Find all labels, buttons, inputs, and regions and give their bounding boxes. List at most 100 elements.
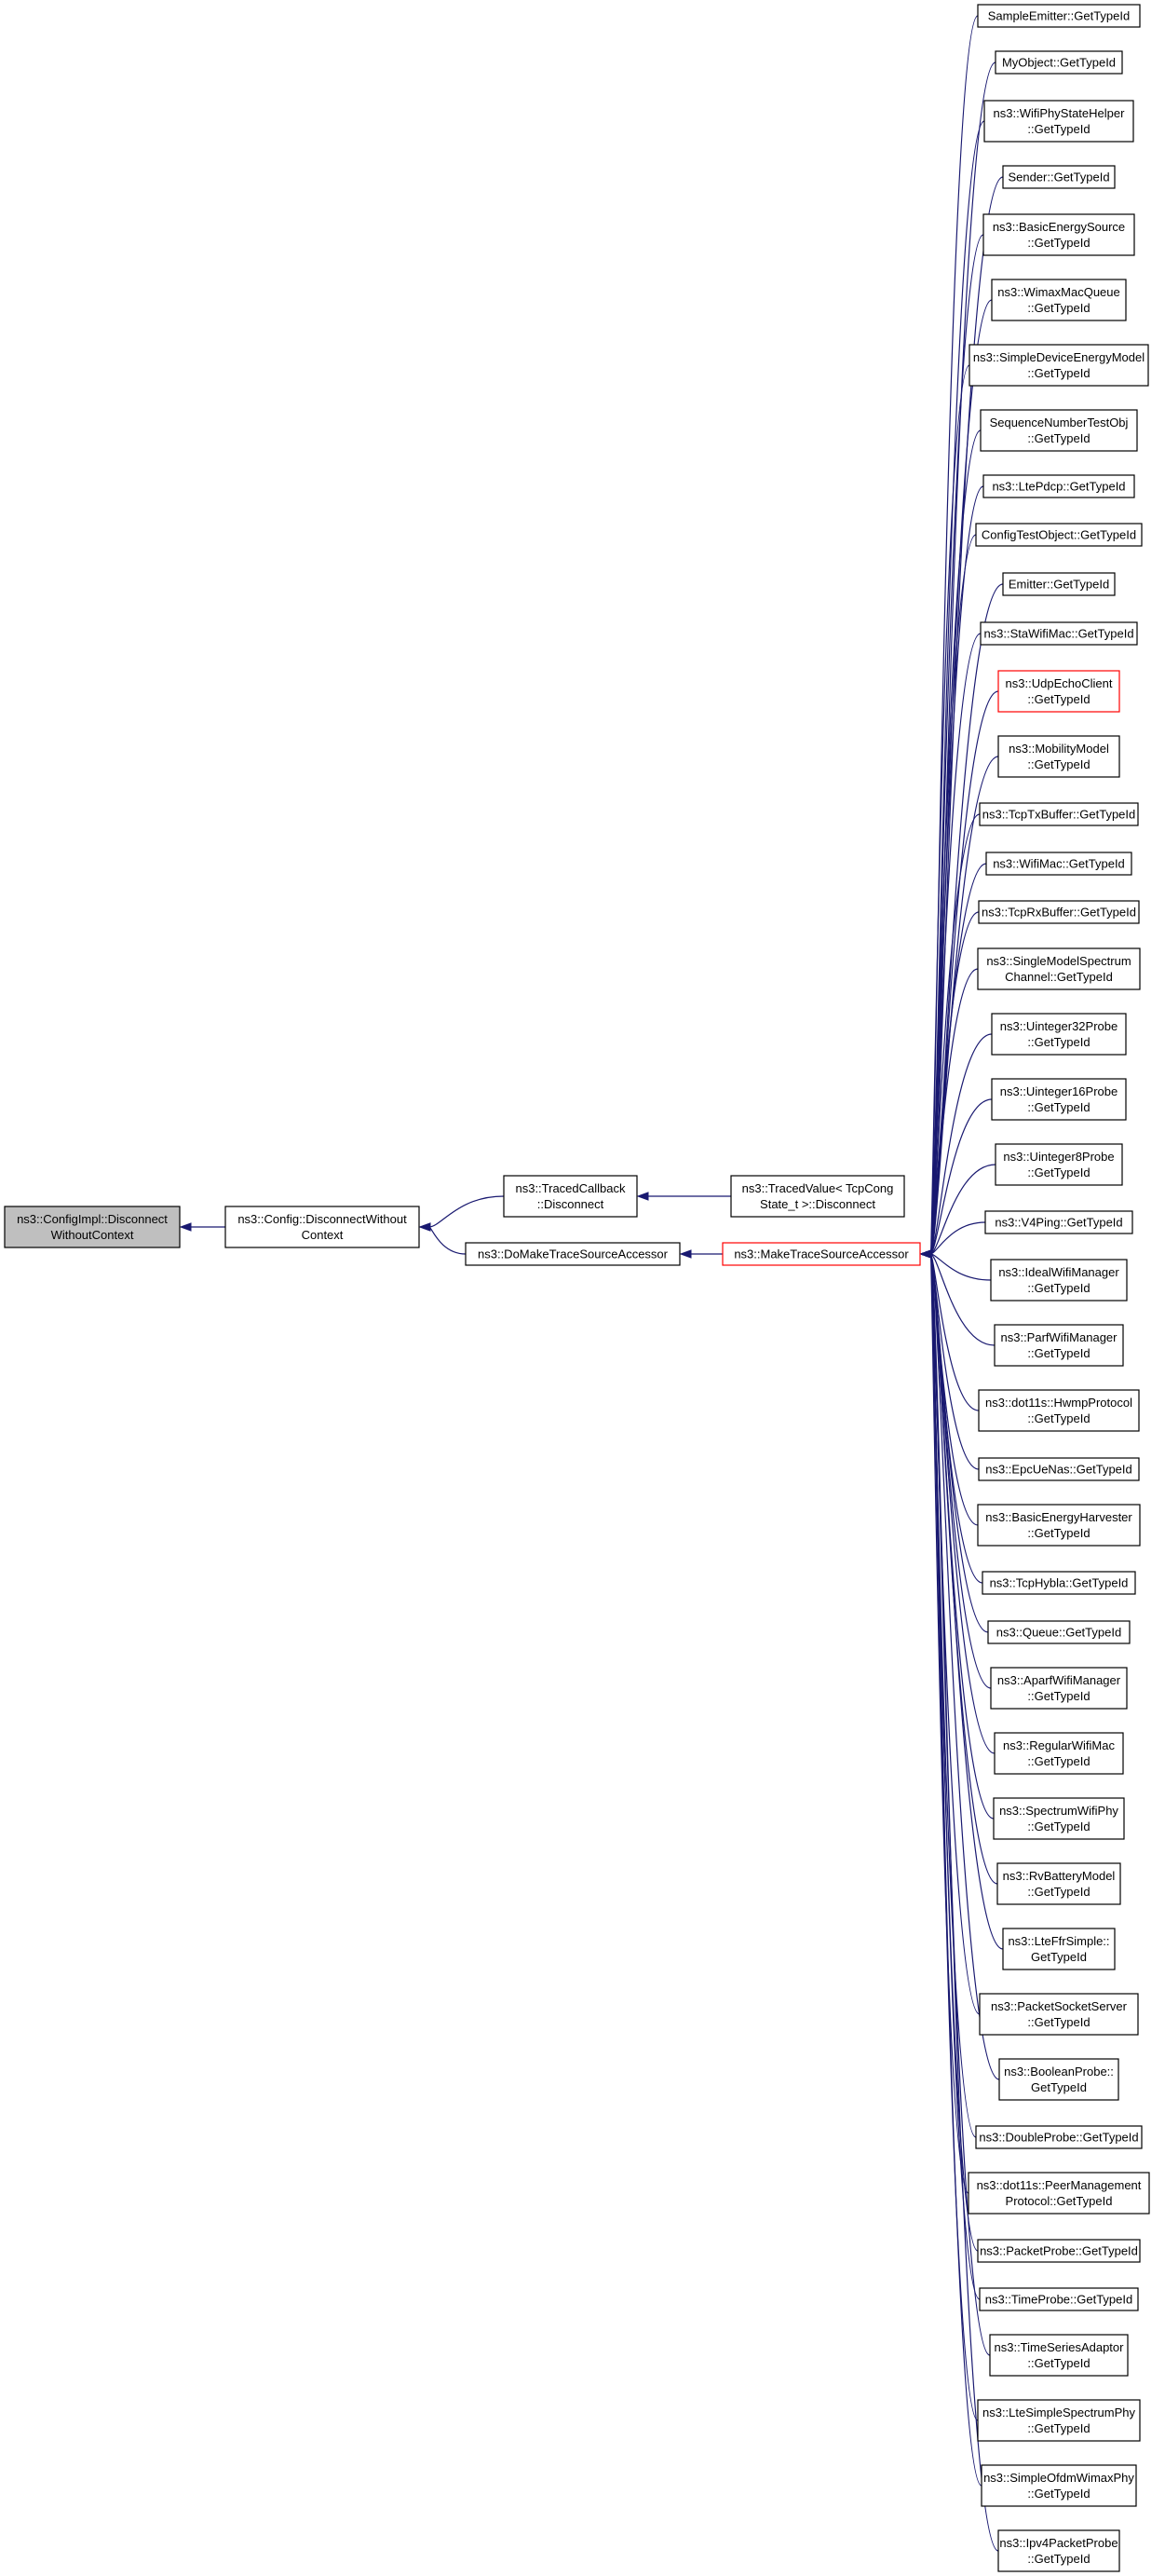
node-box (1002, 572, 1116, 596)
node-configtestobject-gettypeid[interactable]: ConfigTestObject::GetTypeId (975, 523, 1143, 547)
node-label: ns3::SimpleDeviceEnergyModel (973, 350, 1145, 364)
node-box (977, 947, 1141, 990)
node-sender-gettypeid[interactable]: Sender::GetTypeId (1002, 165, 1116, 189)
node-ns3-basicenergysource-gettypeid[interactable]: ns3::BasicEnergySource::GetTypeId (982, 213, 1135, 256)
node-box (977, 4, 1141, 28)
node-ns3-parfwifimanager-gettypeid[interactable]: ns3::ParfWifiManager::GetTypeId (994, 1324, 1124, 1367)
node-label: ::GetTypeId (1027, 366, 1090, 380)
node-label: ::GetTypeId (1027, 1035, 1090, 1049)
node-box (990, 1667, 1128, 1710)
node-label: ::GetTypeId (1027, 431, 1090, 445)
node-ns3-packetprobe-gettypeid[interactable]: ns3::PacketProbe::GetTypeId (977, 2239, 1141, 2263)
node-ns3-uinteger32probe-gettypeid[interactable]: ns3::Uinteger32Probe::GetTypeId (991, 1013, 1127, 1056)
node-sampleemitter-gettypeid[interactable]: SampleEmitter::GetTypeId (977, 4, 1141, 28)
node-label: ns3::IdealWifiManager (998, 1265, 1119, 1279)
node-label: ::GetTypeId (1027, 692, 1090, 706)
node-ns3-packetsocketserver-gettypeid[interactable]: ns3::PacketSocketServer::GetTypeId (979, 1993, 1139, 2036)
node-ns3-tcphybla-gettypeid[interactable]: ns3::TcpHybla::GetTypeId (982, 1571, 1136, 1595)
node-ns3-domaketracesourceaccessor[interactable]: ns3::DoMakeTraceSourceAccessor (465, 1242, 681, 1266)
node-ns3-epcuenas-gettypeid[interactable]: ns3::EpcUeNas::GetTypeId (978, 1457, 1140, 1481)
edge-r42-to-n5 (929, 1253, 982, 2487)
node-box (982, 1571, 1136, 1595)
arrowhead-icon (179, 1222, 192, 1232)
node-box (991, 1078, 1127, 1121)
node-box (978, 1389, 1140, 1432)
node-label: ns3::TcpRxBuffer::GetTypeId (982, 906, 1136, 920)
node-myobject-gettypeid[interactable]: MyObject::GetTypeId (995, 50, 1123, 75)
node-ns3-udpechoclient-gettypeid[interactable]: ns3::UdpEchoClient::GetTypeId (997, 670, 1120, 713)
node-label: ns3::dot11s::PeerManagement (977, 2178, 1142, 2192)
node-label: ::GetTypeId (1027, 236, 1090, 250)
node-ns3-basicenergyharvester-gettypeid[interactable]: ns3::BasicEnergyHarvester::GetTypeId (977, 1504, 1141, 1547)
node-label: ns3::PacketProbe::GetTypeId (980, 2244, 1138, 2258)
node-label: ::GetTypeId (1027, 2487, 1090, 2501)
node-label: ::GetTypeId (1027, 1346, 1090, 1360)
node-label: ns3::PacketSocketServer (991, 1999, 1128, 2013)
node-ns3-stawifimac-gettypeid[interactable]: ns3::StaWifiMac::GetTypeId (980, 621, 1138, 646)
node-ns3-rvbatterymodel-gettypeid[interactable]: ns3::RvBatteryModel::GetTypeId (996, 1862, 1121, 1905)
node-ns3-ltesimplespectrumphy-gettypeid[interactable]: ns3::LteSimpleSpectrumPhy::GetTypeId (977, 2399, 1141, 2442)
node-box (978, 900, 1140, 924)
node-ns3-mobilitymodel-gettypeid[interactable]: ns3::MobilityModel::GetTypeId (997, 735, 1120, 778)
node-ns3-lteffrsimple-gettypeid[interactable]: ns3::LteFfrSimple::GetTypeId (1002, 1928, 1116, 1970)
node-label: ns3::WifiPhyStateHelper (994, 106, 1126, 120)
node-box (981, 2464, 1137, 2507)
node-box (984, 1210, 1133, 1234)
node-ns3-booleanprobe-gettypeid[interactable]: ns3::BooleanProbe::GetTypeId (998, 2058, 1119, 2101)
node-ns3-simpleofdmwimaxphy-gettypeid[interactable]: ns3::SimpleOfdmWimaxPhy::GetTypeId (981, 2464, 1137, 2507)
node-ns3-ipv4packetprobe-gettypeid[interactable]: ns3::Ipv4PacketProbe::GetTypeId (997, 2529, 1120, 2572)
node-ns3-spectrumwifiphy-gettypeid[interactable]: ns3::SpectrumWifiPhy::GetTypeId (993, 1797, 1125, 1840)
node-ns3-doubleprobe-gettypeid[interactable]: ns3::DoubleProbe::GetTypeId (975, 2125, 1143, 2149)
node-ns3-maketracesourceaccessor[interactable]: ns3::MakeTraceSourceAccessor (722, 1242, 921, 1266)
node-label: ::GetTypeId (1027, 2552, 1090, 2566)
node-label: ns3::ParfWifiManager (1001, 1330, 1118, 1344)
node-ns3-uinteger8probe-gettypeid[interactable]: ns3::Uinteger8Probe::GetTypeId (995, 1143, 1123, 1186)
node-label: ::GetTypeId (1027, 1820, 1090, 1833)
node-label: ns3::BasicEnergyHarvester (985, 1510, 1132, 1524)
node-ns3-dot11s-hwmpprotocol-gettypeid[interactable]: ns3::dot11s::HwmpProtocol::GetTypeId (978, 1389, 1140, 1432)
node-label: ns3::Queue::GetTypeId (996, 1626, 1121, 1640)
graph-nodes: ns3::ConfigImpl::DisconnectWithoutContex… (4, 4, 1150, 2572)
node-ns3-queue-gettypeid[interactable]: ns3::Queue::GetTypeId (987, 1620, 1131, 1644)
node-label: ns3::Config::DisconnectWithout (237, 1212, 407, 1226)
node-emitter-gettypeid[interactable]: Emitter::GetTypeId (1002, 572, 1116, 596)
node-ns3-idealwifimanager-gettypeid[interactable]: ns3::IdealWifiManager::GetTypeId (990, 1259, 1128, 1302)
node-ns3-timeseriesadaptor-gettypeid[interactable]: ns3::TimeSeriesAdaptor::GetTypeId (989, 2334, 1129, 2377)
node-ns3-regularwifimac-gettypeid[interactable]: ns3::RegularWifiMac::GetTypeId (994, 1732, 1124, 1775)
node-box (997, 670, 1120, 713)
node-box (991, 1013, 1127, 1056)
node-ns3-tcptxbuffer-gettypeid[interactable]: ns3::TcpTxBuffer::GetTypeId (979, 802, 1139, 826)
node-ns3-ltepdcp-gettypeid[interactable]: ns3::LtePdcp::GetTypeId (982, 474, 1135, 498)
node-label: ::GetTypeId (1027, 1885, 1090, 1899)
node-ns3-timeprobe-gettypeid[interactable]: ns3::TimeProbe::GetTypeId (979, 2287, 1139, 2311)
node-ns3-wifimac-gettypeid[interactable]: ns3::WifiMac::GetTypeId (985, 852, 1132, 876)
node-label: ::GetTypeId (1027, 2015, 1090, 2029)
node-ns3-simpledeviceenergymodel-gettypeid[interactable]: ns3::SimpleDeviceEnergyModel::GetTypeId (969, 344, 1149, 387)
node-label: ::GetTypeId (1027, 1754, 1090, 1768)
node-ns3-configimpl-disconnectwithoutcontext[interactable]: ns3::ConfigImpl::DisconnectWithoutContex… (4, 1206, 181, 1248)
node-box (991, 279, 1127, 321)
node-ns3-wifiphystatehelper-gettypeid[interactable]: ns3::WifiPhyStateHelper::GetTypeId (983, 100, 1134, 143)
node-ns3-uinteger16probe-gettypeid[interactable]: ns3::Uinteger16Probe::GetTypeId (991, 1078, 1127, 1121)
node-box (722, 1242, 921, 1266)
node-ns3-dot11s-peermanagementprotocol-gettypeid[interactable]: ns3::dot11s::PeerManagementProtocol::Get… (968, 2172, 1150, 2215)
node-label: ns3::TimeSeriesAdaptor (995, 2340, 1125, 2354)
node-ns3-aparfwifimanager-gettypeid[interactable]: ns3::AparfWifiManager::GetTypeId (990, 1667, 1128, 1710)
node-sequencenumbertestobj-gettypeid[interactable]: SequenceNumberTestObj::GetTypeId (980, 409, 1138, 452)
node-box (994, 1324, 1124, 1367)
node-label: ::GetTypeId (1027, 122, 1090, 136)
node-label: ns3::ConfigImpl::Disconnect (17, 1212, 168, 1226)
node-ns3-singlemodelspectrumchannel-gettypeid[interactable]: ns3::SingleModelSpectrumChannel::GetType… (977, 947, 1141, 990)
node-box (994, 1732, 1124, 1775)
node-box (983, 100, 1134, 143)
node-box (1002, 165, 1116, 189)
node-ns3-v4ping-gettypeid[interactable]: ns3::V4Ping::GetTypeId (984, 1210, 1133, 1234)
node-ns3-wimaxmacqueue-gettypeid[interactable]: ns3::WimaxMacQueue::GetTypeId (991, 279, 1127, 321)
node-ns3-tcprxbuffer-gettypeid[interactable]: ns3::TcpRxBuffer::GetTypeId (978, 900, 1140, 924)
node-label: ::Disconnect (537, 1197, 604, 1211)
node-ns3-tracedcallback-disconnect[interactable]: ns3::TracedCallback::Disconnect (503, 1175, 638, 1218)
node-label: ns3::LteFfrSimple:: (1008, 1934, 1109, 1948)
